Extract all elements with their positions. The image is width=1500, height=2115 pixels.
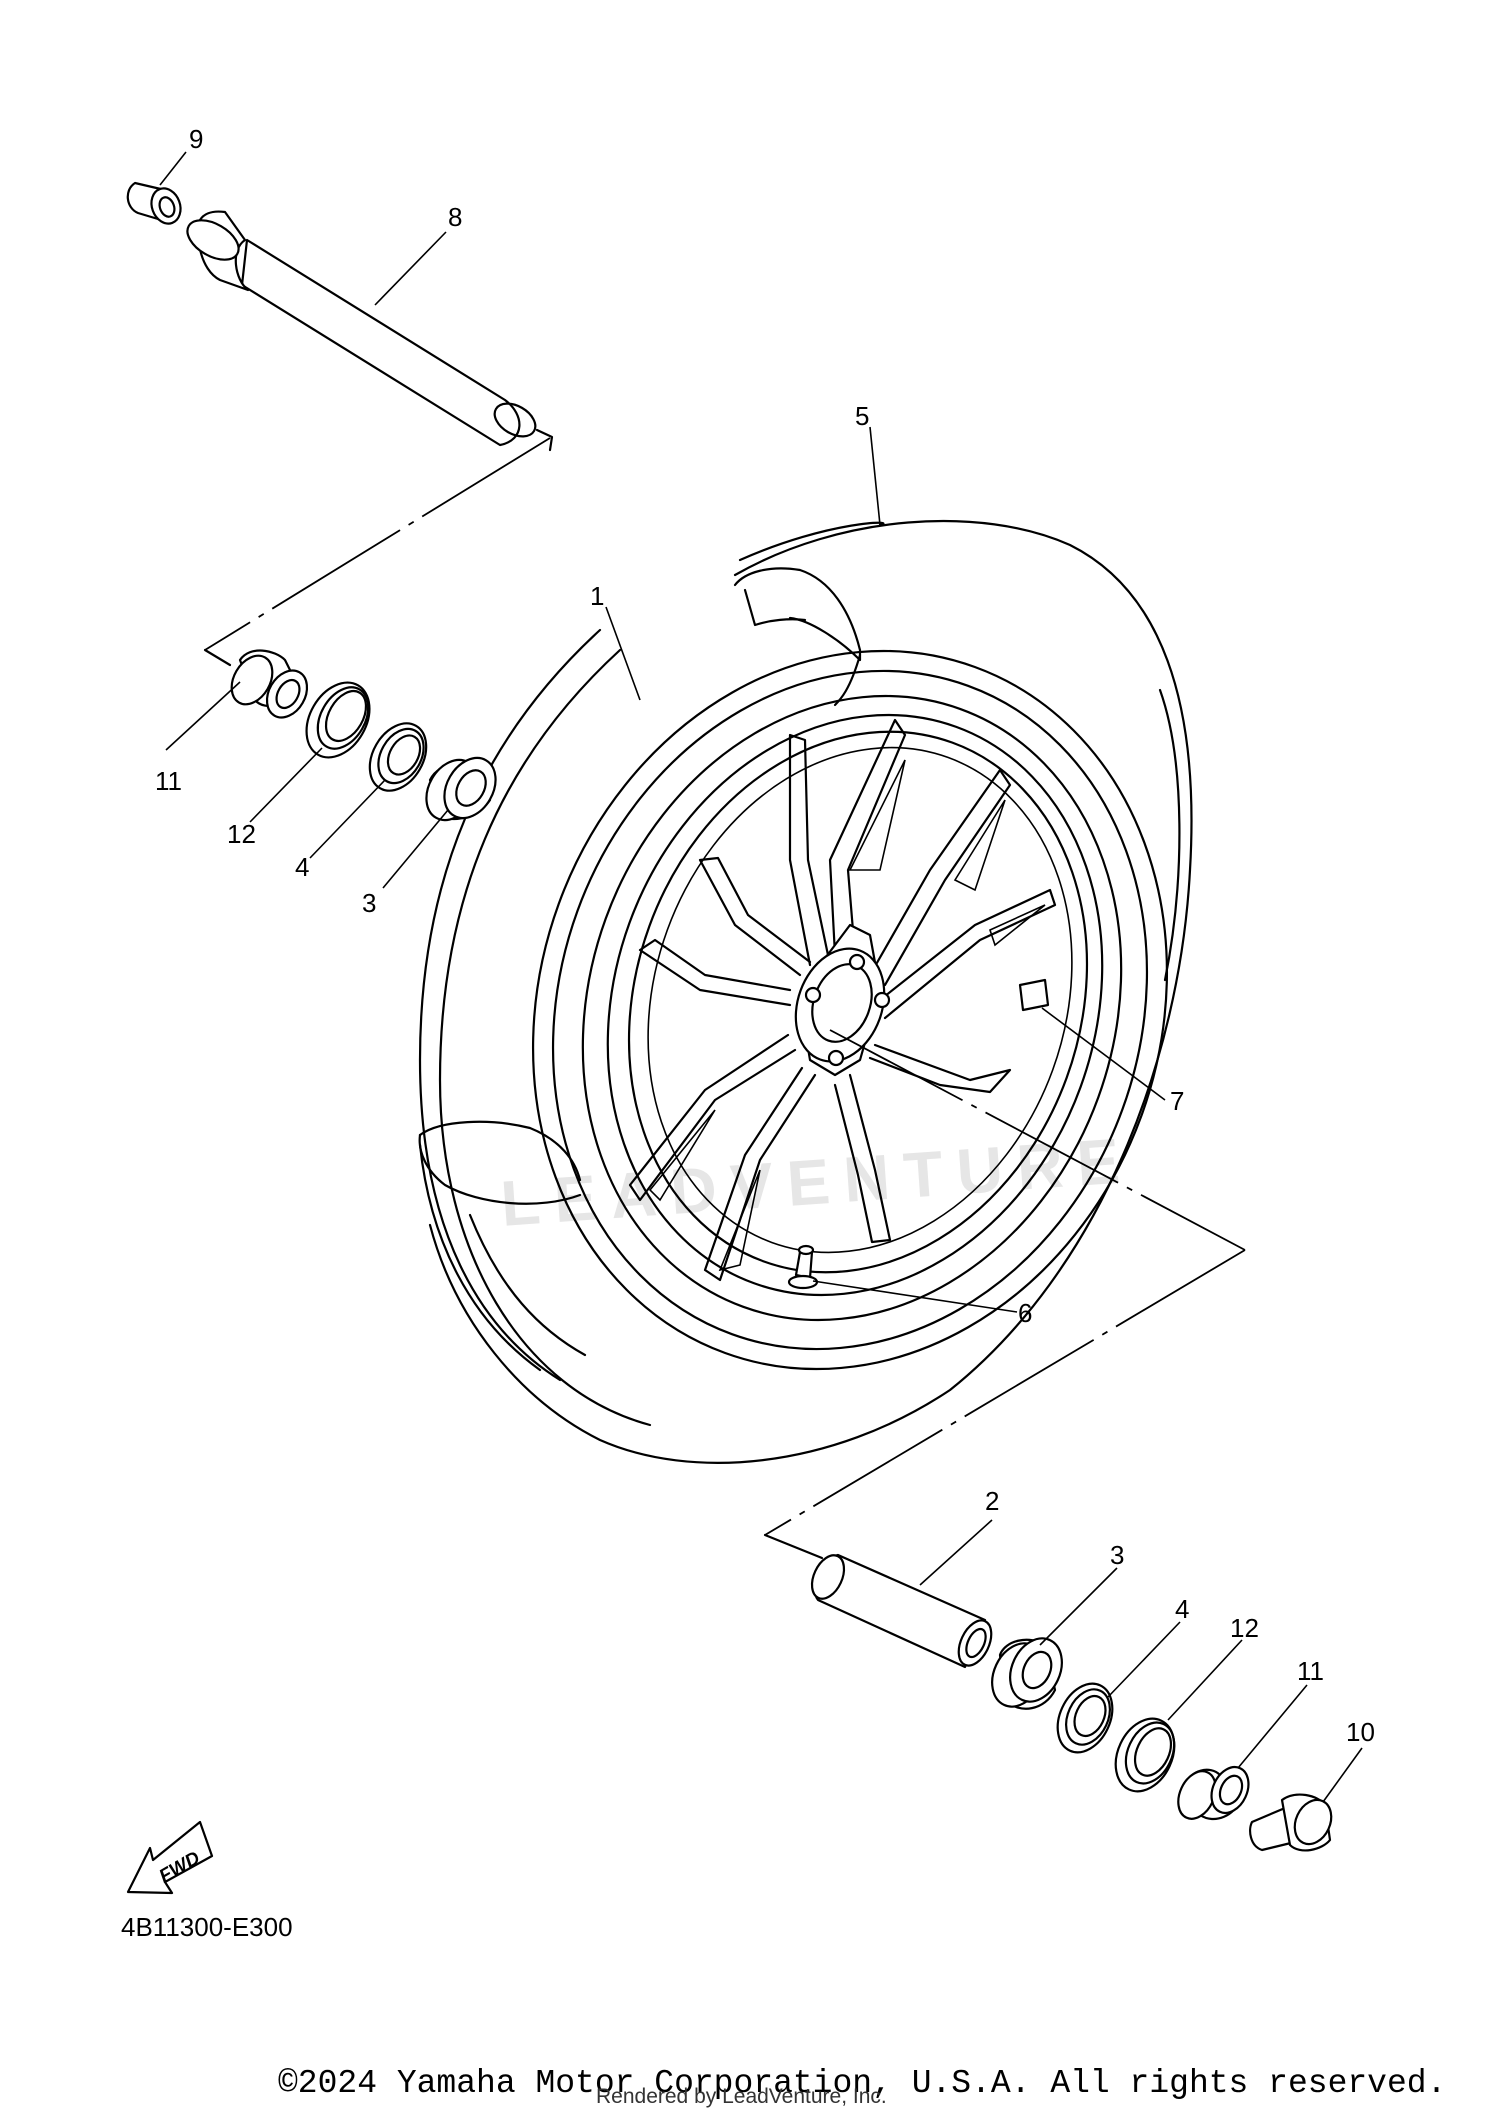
callout-1: 1 [590, 581, 604, 611]
tire-valve [787, 1244, 819, 1290]
callout-12-left: 12 [227, 819, 256, 849]
callout-6: 6 [1018, 1298, 1032, 1328]
left-collar [230, 649, 309, 719]
copyright-notice: ©2024 Yamaha Motor Corporation, U.S.A. A… [278, 2065, 1447, 2102]
callout-8: 8 [448, 202, 462, 232]
callout-7: 7 [1170, 1086, 1184, 1116]
right-dust-seal [1114, 1717, 1176, 1793]
axle-nut [126, 181, 182, 225]
axle-bolt [1249, 1793, 1333, 1852]
spacer [810, 1553, 993, 1669]
fwd-arrow-icon: FWD [126, 1820, 214, 1895]
callout-12-right: 12 [1230, 1613, 1259, 1643]
callout-11-right: 11 [1297, 1656, 1324, 1686]
callout-11-left: 11 [155, 766, 182, 796]
callout-5: 5 [855, 401, 869, 431]
balance-weight [1018, 978, 1050, 1012]
rendered-by-credit: Rendered by LeadVenture, Inc. [596, 2085, 887, 2108]
left-dust-seal [305, 681, 371, 759]
callout-3-right: 3 [1110, 1540, 1124, 1570]
diagram-reference-code: 4B11300-E300 [121, 1912, 293, 1942]
callout-numbers: 1 2 3 3 4 4 5 6 7 8 9 10 11 11 12 12 [155, 124, 1375, 1747]
callout-2: 2 [985, 1486, 999, 1516]
left-oil-seal [368, 722, 428, 792]
right-collar [1177, 1765, 1250, 1821]
callout-3-left: 3 [362, 888, 376, 918]
leader-lines [159, 151, 1363, 1803]
front-wheel-axle [186, 210, 537, 447]
right-bearing [991, 1637, 1063, 1710]
right-oil-seal [1056, 1682, 1114, 1754]
left-bearing [425, 756, 497, 822]
wheel-hub [794, 923, 891, 1077]
wheel-rim [531, 649, 1169, 1371]
callout-4-left: 4 [295, 852, 309, 882]
callout-9: 9 [189, 124, 203, 154]
assembly-lines [203, 428, 1246, 1560]
callout-4-right: 4 [1175, 1594, 1189, 1624]
callout-10: 10 [1346, 1717, 1375, 1747]
tire [418, 519, 1193, 1464]
wheel-spokes [628, 718, 1057, 1282]
